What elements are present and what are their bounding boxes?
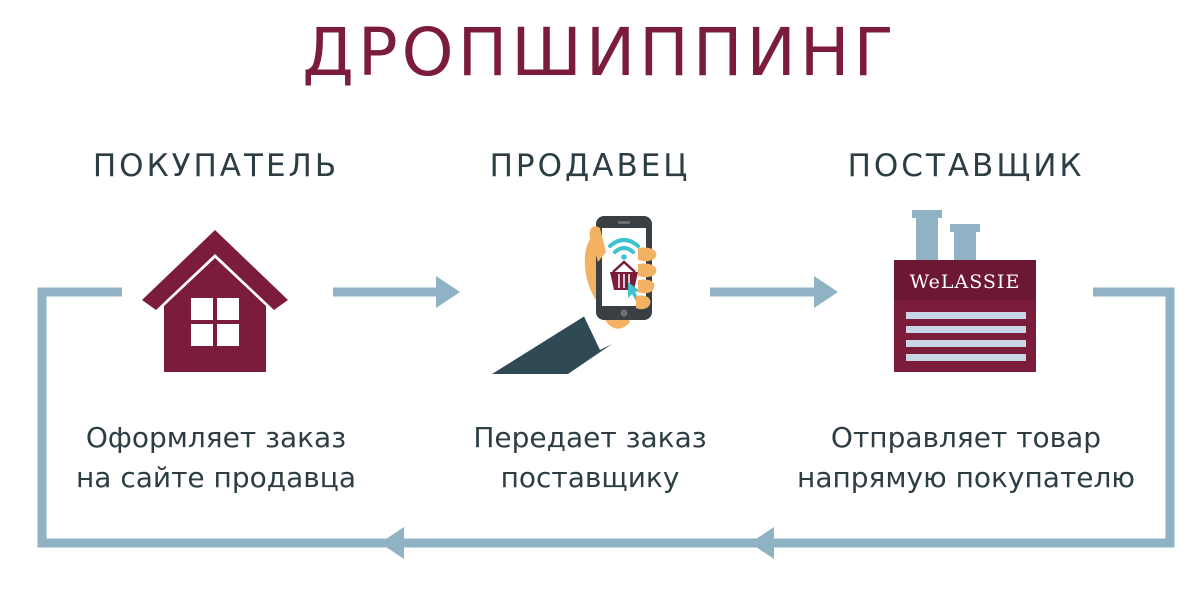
seller-heading: ПРОДАВЕЦ [489,148,691,184]
arrow-head-left-1 [750,527,774,559]
column-seller: ПРОДАВЕЦ [420,148,760,184]
buyer-desc-line2: на сайте продавца [76,461,356,494]
buyer-description: Оформляет заказ на сайте продавца [46,418,386,498]
supplier-desc-line2: напрямую покупателю [797,461,1135,494]
factory-brand-text: WeLASSIE [910,271,1021,293]
buyer-heading: ПОКУПАТЕЛЬ [92,148,340,184]
column-buyer: ПОКУПАТЕЛЬ [46,148,386,184]
supplier-desc-line1: Отправляет товар [830,421,1102,454]
page-title: ДРОПШИППИНГ [302,14,898,91]
supplier-heading: ПОСТАВЩИК [847,148,1085,184]
seller-description: Передает заказ поставщику [420,418,760,498]
phone-hand-icon [492,216,657,374]
return-loop-line [37,287,1175,548]
arrow-head-right-2 [814,276,838,308]
arrow-head-right-1 [436,276,460,308]
factory-icon: WeLASSIE [894,210,1036,372]
column-supplier: ПОСТАВЩИК [796,148,1136,184]
seller-desc-line2: поставщику [500,461,680,494]
seller-desc-line1: Передает заказ [473,421,707,454]
buyer-desc-line1: Оформляет заказ [85,421,347,454]
arrow-head-left-2 [380,527,404,559]
supplier-description: Отправляет товар напрямую покупателю [796,418,1136,498]
house-icon [142,230,288,372]
